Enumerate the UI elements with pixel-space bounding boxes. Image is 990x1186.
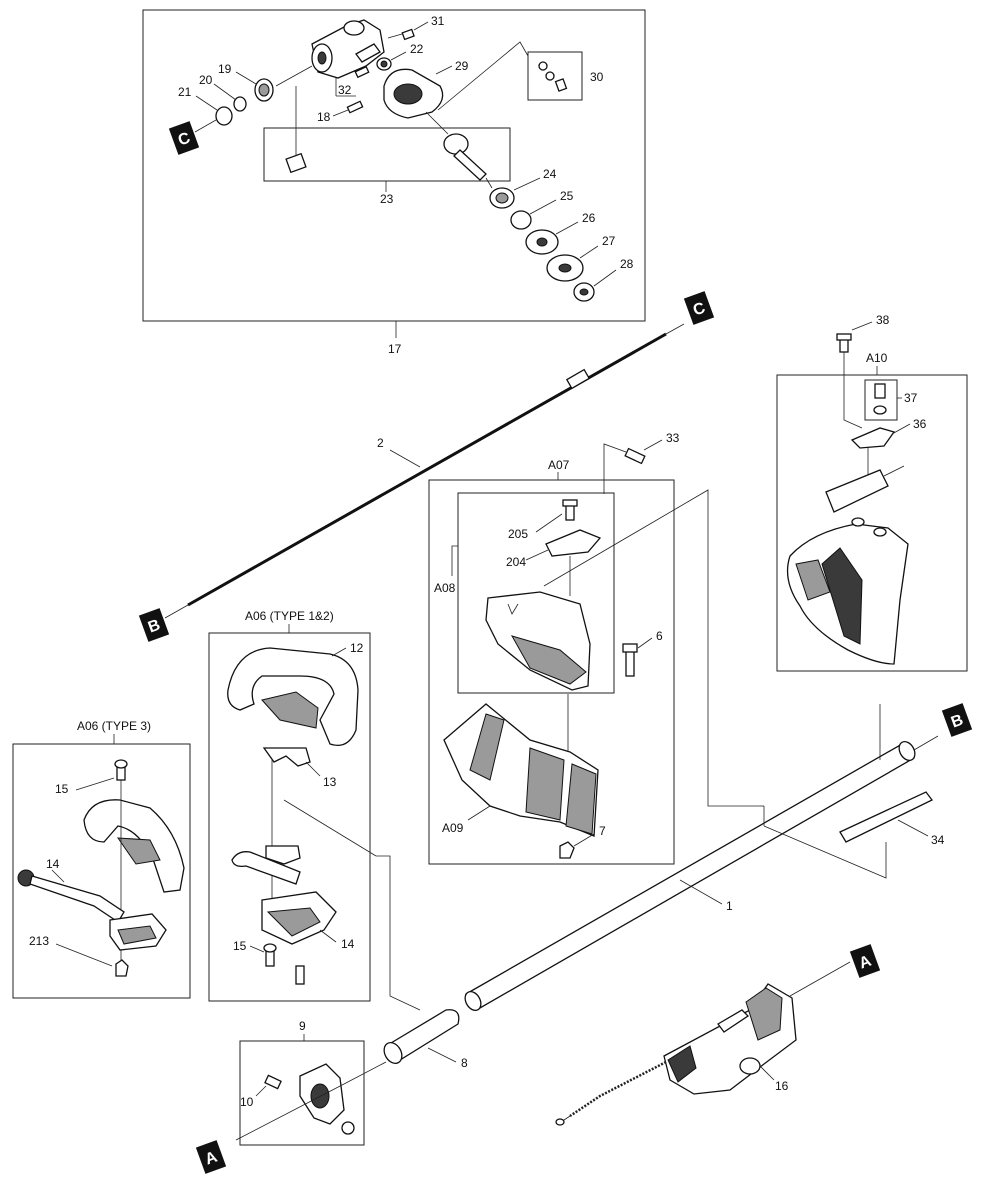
svg-text:B: B — [949, 712, 966, 732]
guard-a07-box: A07 33 A08 205 204 6 — [428, 431, 760, 865]
svg-text:B: B — [146, 617, 163, 637]
part-label-29: 29 — [455, 59, 469, 73]
a10-label: A10 — [866, 351, 888, 365]
part-label-1: 1 — [726, 899, 733, 913]
part-label-204: 204 — [506, 555, 526, 569]
part-label-22: 22 — [410, 42, 424, 56]
part-label-34: 34 — [931, 833, 945, 847]
part-label-14-type12: 14 — [341, 937, 355, 951]
part-label-8: 8 — [461, 1056, 468, 1070]
guard-a09 — [443, 703, 599, 837]
gear-case — [311, 19, 385, 79]
guard-a10-box: A10 38 37 36 — [776, 313, 968, 672]
marker-b-left: B — [138, 608, 170, 642]
part-label-15-type12: 15 — [233, 939, 247, 953]
a08-label: A08 — [434, 581, 456, 595]
part-label-25: 25 — [560, 189, 574, 203]
part-label-24: 24 — [543, 167, 557, 181]
part-label-205: 205 — [508, 527, 528, 541]
bearing-24 — [489, 187, 515, 209]
a07-label: A07 — [548, 458, 570, 472]
part-label-27: 27 — [602, 234, 616, 248]
part-label-28: 28 — [620, 257, 634, 271]
part-label-213: 213 — [29, 934, 49, 948]
clamp-9-box: 9 10 — [235, 1019, 387, 1146]
part-label-30: 30 — [590, 70, 604, 84]
part-label-6: 6 — [656, 629, 663, 643]
gear-23-b — [443, 133, 487, 181]
marker-c-left: C — [168, 121, 200, 155]
part-label-38: 38 — [876, 313, 890, 327]
marker-a-right: A — [849, 944, 881, 978]
gear-23-a — [285, 152, 307, 174]
part-label-17: 17 — [388, 342, 402, 356]
cover-29 — [383, 68, 444, 119]
part-label-13: 13 — [323, 775, 337, 789]
part-label-33: 33 — [666, 431, 680, 445]
part-label-36: 36 — [913, 417, 927, 431]
part-label-10: 10 — [240, 1095, 254, 1109]
part-label-21: 21 — [178, 85, 192, 99]
grip-8: 8 — [383, 1009, 468, 1070]
handle-a06-type12-box: A06 (TYPE 1&2) 12 13 14 15 — [208, 609, 421, 1011]
guard-a08 — [485, 591, 591, 691]
part-label-9: 9 — [299, 1019, 306, 1033]
part-label-37: 37 — [904, 391, 918, 405]
clamp-9 — [299, 1063, 345, 1125]
part-label-16: 16 — [775, 1079, 789, 1093]
part-label-12: 12 — [350, 641, 364, 655]
loop-handle-type3 — [83, 799, 185, 893]
part-label-a09: A09 — [442, 821, 464, 835]
marker-a-bottom: A — [195, 1140, 227, 1174]
marker-b-right: B — [941, 703, 973, 737]
bolt-31 — [387, 28, 415, 41]
part-label-20: 20 — [199, 73, 213, 87]
bearing-19 — [254, 78, 274, 102]
loop-handle-12 — [227, 647, 359, 747]
part-label-14-type3: 14 — [46, 857, 60, 871]
part-label-2: 2 — [377, 436, 384, 450]
drive-shaft-2: 2 — [187, 323, 685, 607]
part-label-31: 31 — [431, 14, 445, 28]
part-label-32: 32 — [338, 83, 352, 97]
a06-type3-label: A06 (TYPE 3) — [77, 719, 151, 733]
handle-housing-16: 16 — [555, 961, 851, 1126]
lower-handle-14 — [231, 851, 337, 945]
a06-type12-label: A06 (TYPE 1&2) — [245, 609, 334, 623]
part-label-15-type3: 15 — [55, 782, 69, 796]
strip-34: 34 — [763, 791, 945, 879]
gear-head-assembly-box: 17 23 30 31 22 32 — [142, 9, 646, 356]
main-pipe-1: 1 — [464, 704, 939, 1011]
part-label-7: 7 — [599, 824, 606, 838]
part-label-19: 19 — [218, 62, 232, 76]
marker-c-top: C — [683, 291, 715, 325]
part-label-23: 23 — [380, 192, 394, 206]
lever-14-type3 — [17, 869, 167, 951]
handle-a06-type3-box: A06 (TYPE 3) 15 14 213 — [12, 719, 191, 999]
part-label-18: 18 — [317, 110, 331, 124]
part-label-26: 26 — [582, 211, 596, 225]
guard-a10 — [786, 517, 909, 665]
